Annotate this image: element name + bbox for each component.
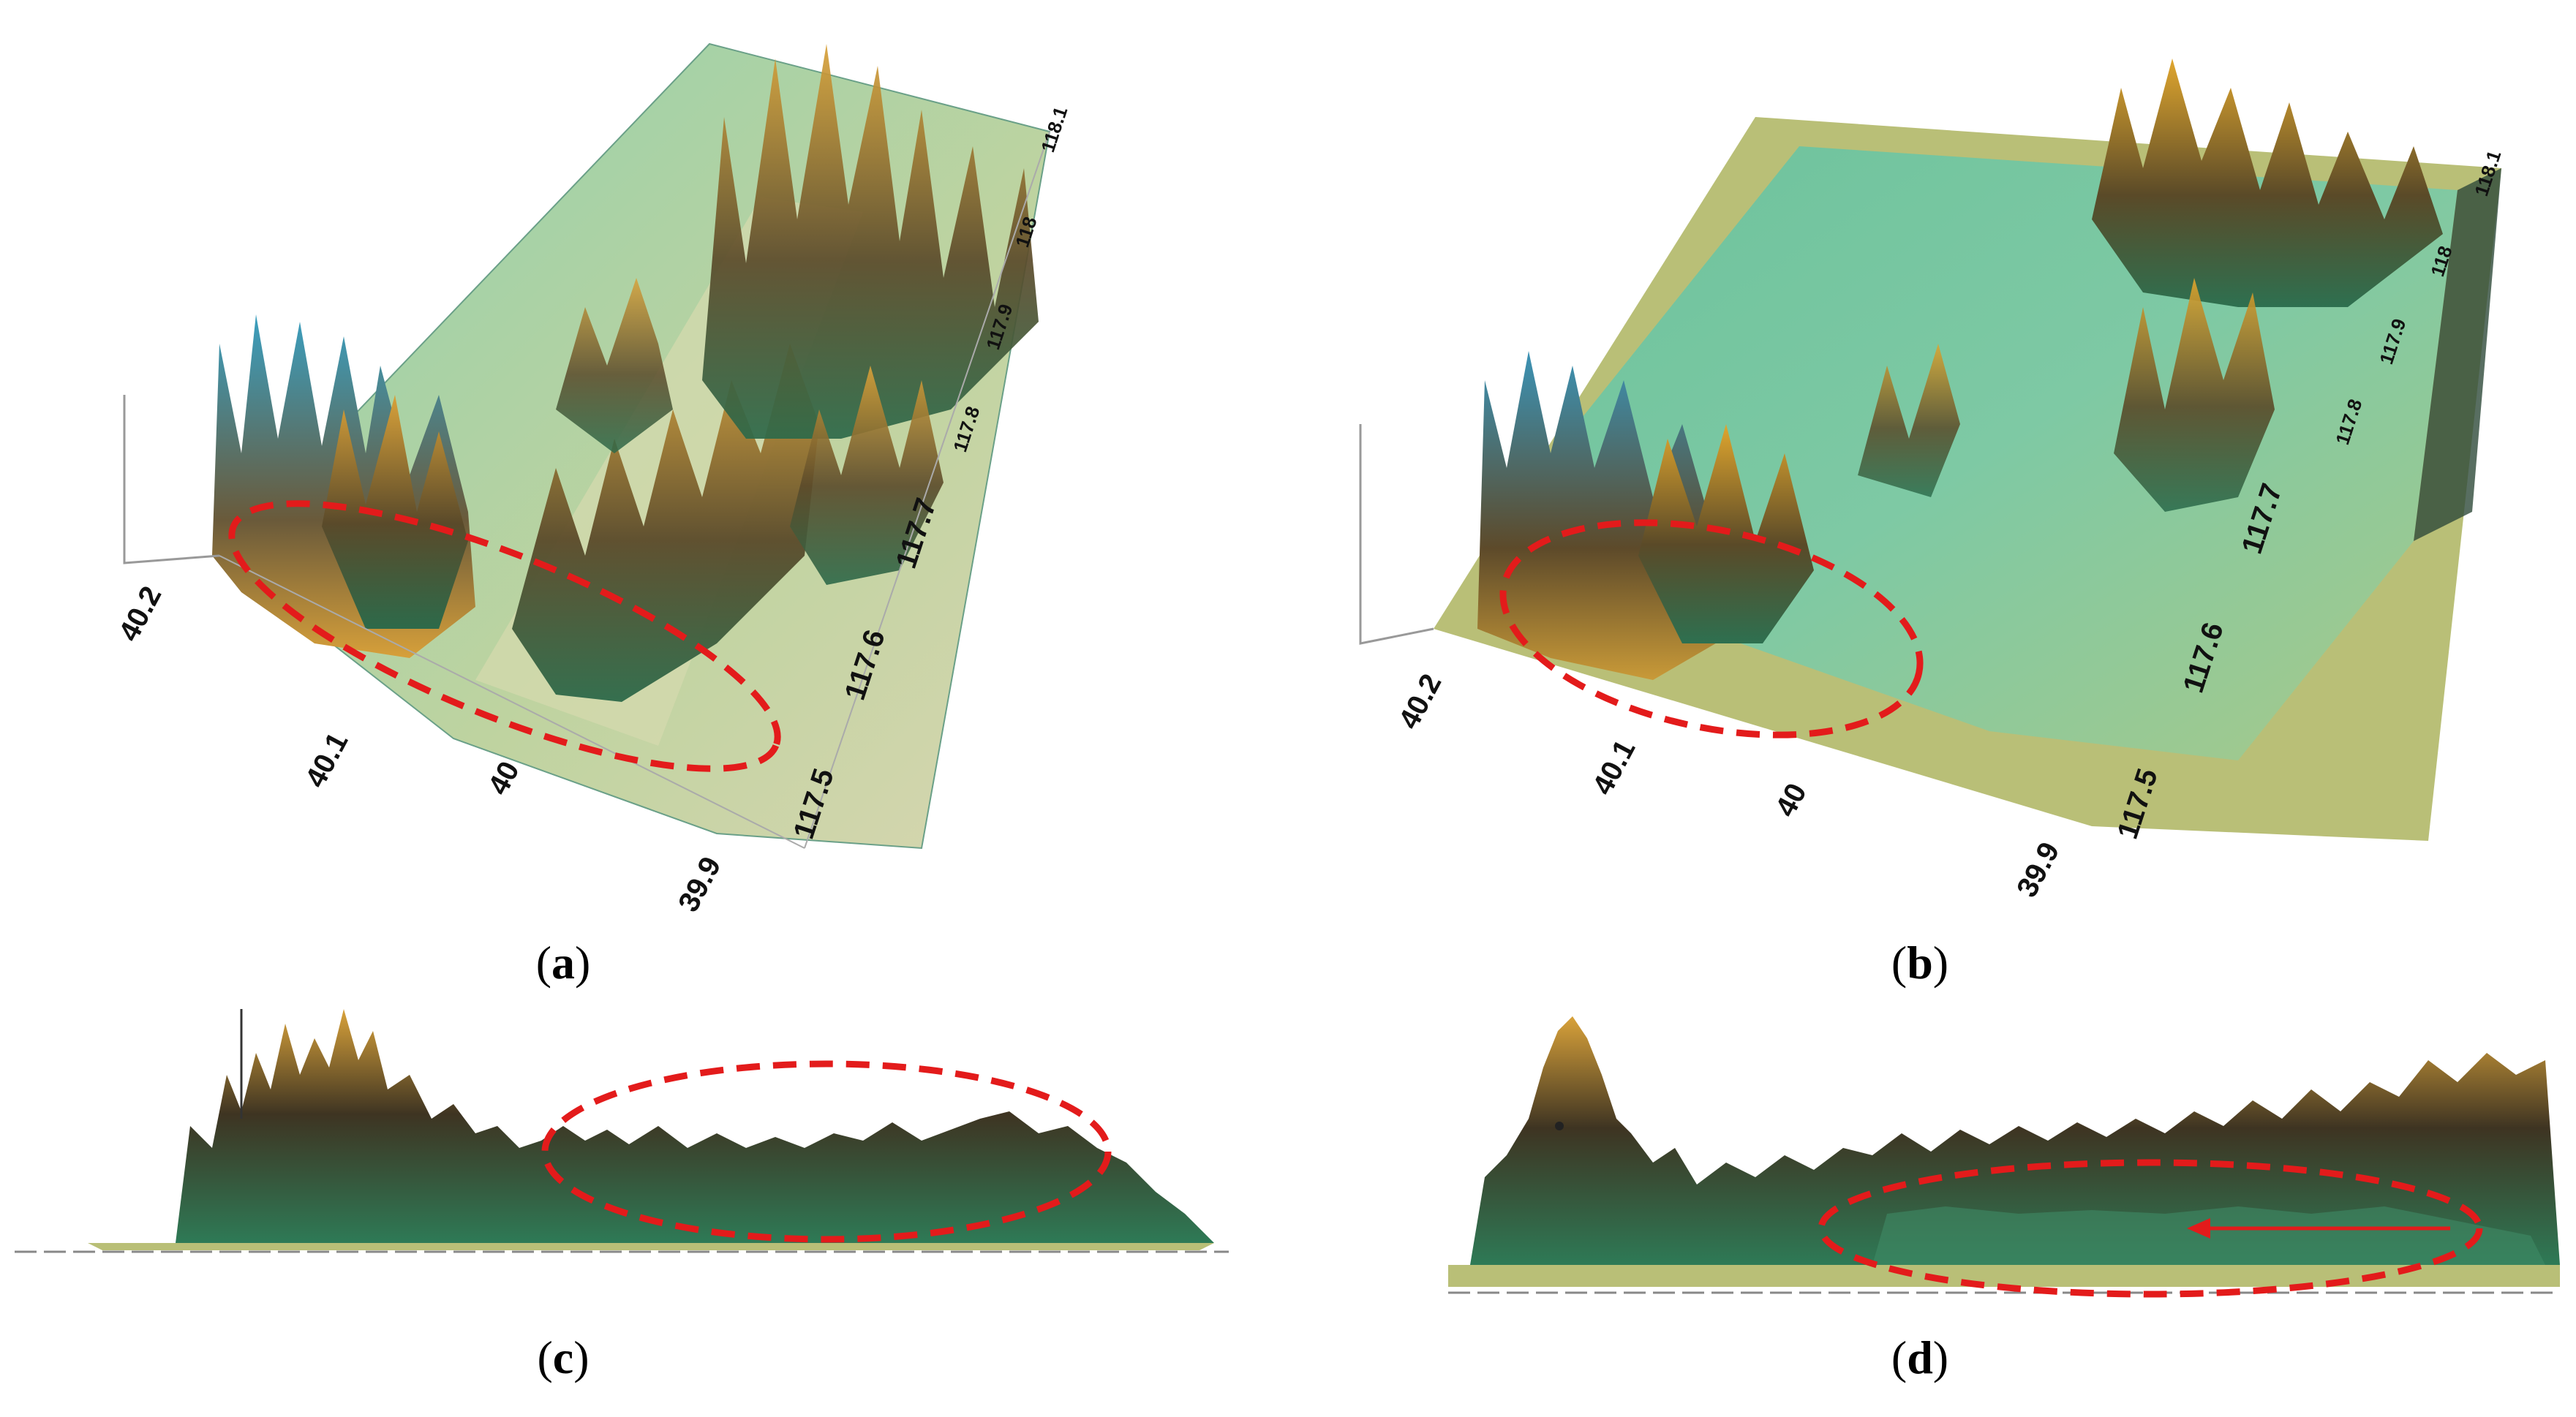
annotation-ellipse-d (1818, 1159, 2483, 1298)
caption-a: (a) (535, 937, 591, 989)
lat-tick-a-1: 40.1 (299, 728, 354, 793)
lat-tick-a-0: 40.2 (113, 581, 167, 646)
lat-tick-b-0: 40.2 (1393, 669, 1447, 734)
lat-tick-a-3: 39.9 (672, 852, 727, 917)
caption-b: (b) (1891, 937, 1949, 989)
panel-d-vegetation-profile (1287, 972, 2576, 1309)
panel-a-image: 40.2 40.1 40 39.9 117.5 117.6 117.7 117.… (113, 42, 1072, 917)
panel-a-terrain-3d: 40.2 40.1 40 39.9 117.5 117.6 117.7 117.… (0, 0, 1287, 921)
lat-tick-b-2: 40 (1769, 778, 1813, 822)
panel-d-image (1448, 1016, 2560, 1298)
caption-c: (c) (537, 1331, 590, 1383)
panel-b-vegetation-3d: 40.2 40.1 40 39.9 117.5 117.6 117.7 117.… (1287, 0, 2576, 921)
annotation-ellipse-a (228, 500, 781, 772)
lat-tick-b-1: 40.1 (1586, 735, 1641, 800)
mountain-peaks (1477, 58, 2443, 680)
panel-b-image: 40.2 40.1 40 39.9 117.5 117.6 117.7 117.… (1359, 58, 2505, 902)
caption-d: (d) (1891, 1331, 1949, 1383)
arrow-indicator (2187, 1218, 2450, 1239)
panel-c-image (15, 1009, 1229, 1253)
vegetation-profile (1470, 1016, 2560, 1265)
mountain-peaks (212, 44, 1039, 702)
annotation-ellipse-b (1499, 519, 1924, 738)
terrain-profile (176, 1009, 1214, 1243)
annotation-ellipse-c (541, 1060, 1112, 1243)
lat-tick-b-3: 39.9 (2011, 837, 2065, 902)
panel-c-terrain-profile (0, 972, 1287, 1309)
